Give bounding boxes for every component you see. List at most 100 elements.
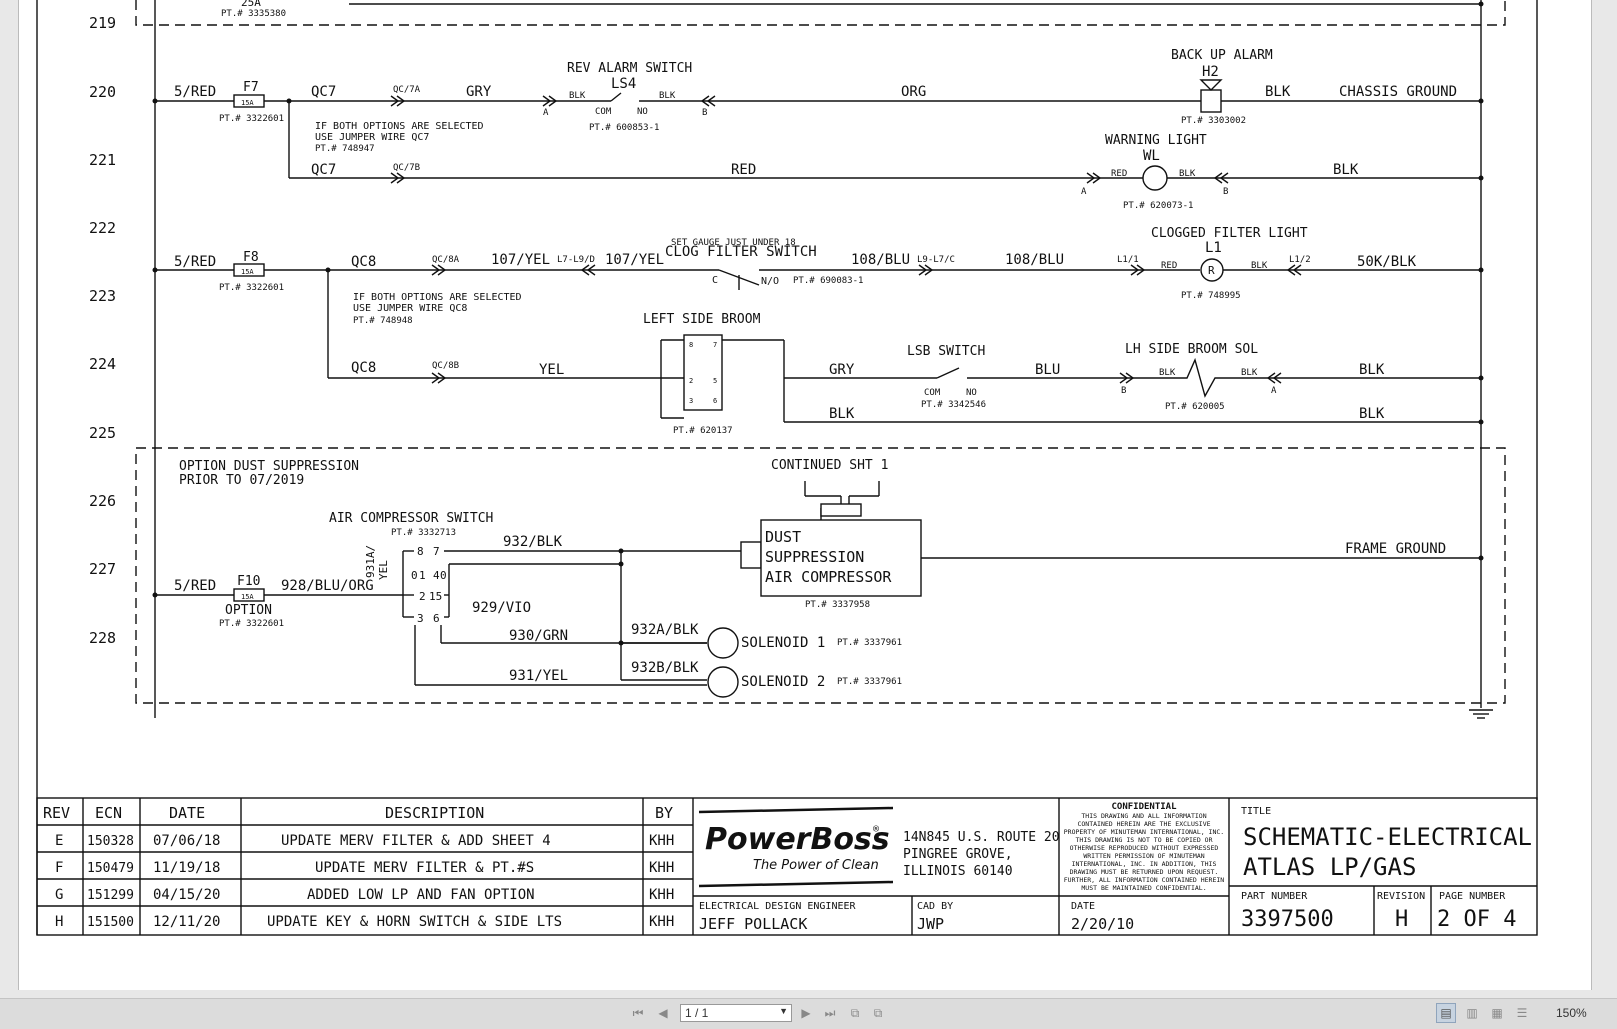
row-number: 222 (89, 219, 116, 237)
label: 1 (419, 569, 426, 582)
row-number: 221 (89, 151, 116, 169)
note: PT.# 748947 (315, 144, 375, 154)
two-page-view-icon[interactable]: ▦ (1491, 1006, 1503, 1020)
ecn-cell: 150328 (87, 834, 134, 849)
label: B (1223, 187, 1228, 197)
label: A (1271, 386, 1277, 396)
cad-label: CAD BY (917, 901, 953, 912)
label: N/O (761, 276, 779, 287)
label: F10 (237, 574, 260, 589)
note: USE JUMPER WIRE QC8 (353, 303, 467, 314)
revision-table: REV ECN DATE DESCRIPTION BY E 150328 07/… (43, 804, 674, 930)
address-line: PINGREE GROVE, (903, 847, 1013, 862)
part-number-label: PART NUMBER (1241, 891, 1308, 902)
label: 5/RED (174, 84, 216, 100)
label: LSB SWITCH (907, 344, 985, 359)
confidential-line: THIS DRAWING AND ALL INFORMATION (1081, 812, 1206, 820)
by-cell: KHH (649, 860, 674, 876)
label: 7 (713, 341, 717, 349)
label: BLK (1333, 162, 1359, 178)
label: GRY (466, 84, 492, 100)
label: AIR COMPRESSOR (765, 568, 892, 586)
label: 2 (419, 590, 426, 603)
brand-rules (698, 806, 894, 888)
label: 0 (411, 569, 418, 582)
confidential-line: MUST BE MAINTAINED CONFIDENTIAL. (1081, 884, 1206, 892)
row-number: 223 (89, 287, 116, 305)
by-header: BY (655, 804, 673, 822)
label: PT.# 620073-1 (1123, 201, 1193, 211)
label: 108/BLU (851, 252, 910, 268)
row-number: 224 (89, 355, 116, 373)
label: 3 (689, 397, 693, 405)
date-cell: 11/19/18 (153, 860, 220, 876)
label: 930/GRN (509, 628, 568, 644)
last-page-icon[interactable]: ⏭ (824, 1005, 836, 1020)
label: 15A (241, 268, 254, 276)
description-cell: UPDATE KEY & HORN SWITCH & SIDE LTS (267, 914, 562, 930)
label: QC7 (311, 162, 336, 178)
label: C (712, 275, 718, 286)
label: BLK (1241, 368, 1258, 378)
label: LS4 (611, 76, 636, 92)
title-block: PowerBoss ® The Power of Clean 14N845 U.… (699, 802, 1532, 933)
label: 3 (417, 612, 424, 625)
ecn-cell: 151299 (87, 888, 134, 903)
label: 8 (417, 545, 424, 558)
label: RED (731, 162, 756, 178)
label: WL (1143, 148, 1160, 164)
label: 8 (689, 341, 693, 349)
label: 5 (713, 377, 717, 385)
date-cell: 12/11/20 (153, 914, 220, 930)
label: L7-L9/D (557, 255, 595, 265)
label: 15A (241, 593, 254, 601)
label: PT.# 3322601 (219, 619, 284, 629)
label: QC7 (311, 84, 336, 100)
label: YEL (539, 362, 564, 378)
row-number: 227 (89, 560, 116, 578)
confidential-line: DRAWING MUST BE RETURNED UPON REQUEST. (1070, 868, 1219, 876)
label: GRY (829, 362, 855, 378)
label: 15A (241, 99, 254, 107)
label: B (1121, 386, 1126, 396)
label: PT.# 3342546 (921, 400, 986, 410)
row-number: 225 (89, 424, 116, 442)
label: ORG (901, 84, 926, 100)
label: 929/VIO (472, 600, 531, 616)
label: BLK (569, 91, 586, 101)
label: BLU (1035, 362, 1060, 378)
confidential-line: CONTAINED HEREIN ARE THE EXCLUSIVE (1077, 820, 1210, 828)
label: L1 (1205, 240, 1222, 256)
label: LH SIDE BROOM SOL (1125, 342, 1258, 357)
row-number: 219 (89, 14, 116, 32)
copy-page-icon[interactable]: ⧉ (850, 1005, 860, 1020)
first-page-icon[interactable]: ⏮ (632, 1005, 644, 1020)
registered-mark: ® (873, 824, 880, 835)
label: COM (924, 388, 941, 398)
rev-cell: G (55, 887, 63, 903)
label: 931A/ (364, 545, 377, 578)
label: COM (595, 107, 612, 117)
label: PT.# 3337958 (805, 600, 870, 610)
next-page-icon[interactable]: ▶ (801, 1006, 811, 1020)
label: BLK (1359, 406, 1385, 422)
label: QC/7A (393, 85, 421, 95)
paste-page-icon[interactable]: ⧉ (873, 1005, 883, 1020)
rev-cell: H (55, 914, 63, 930)
continuous-view-icon[interactable]: ▥ (1466, 1006, 1478, 1020)
ecn-header: ECN (95, 804, 122, 822)
page-selector[interactable]: 1 / 1 ▼ (680, 1004, 792, 1022)
label: QC/8B (432, 361, 459, 371)
label: L9-L7/C (917, 255, 955, 265)
previous-page-icon[interactable]: ◀ (658, 1006, 668, 1020)
two-page-continuous-icon[interactable]: ☰ (1516, 1006, 1528, 1020)
label: A (1081, 187, 1087, 197)
single-page-view-icon[interactable]: ▤ (1436, 1003, 1456, 1023)
zoom-level[interactable]: 150% (1556, 1006, 1587, 1020)
description-cell: UPDATE MERV FILTER & ADD SHEET 4 (281, 833, 551, 849)
label: RED (1111, 169, 1127, 179)
revision-label: REVISION (1377, 891, 1425, 902)
wire-labels: 25A PT.# 3335380 5/RED F7 15A PT.# 33226… (174, 0, 1457, 690)
by-cell: KHH (649, 887, 674, 903)
engineer-name: JEFF POLLACK (699, 915, 807, 933)
